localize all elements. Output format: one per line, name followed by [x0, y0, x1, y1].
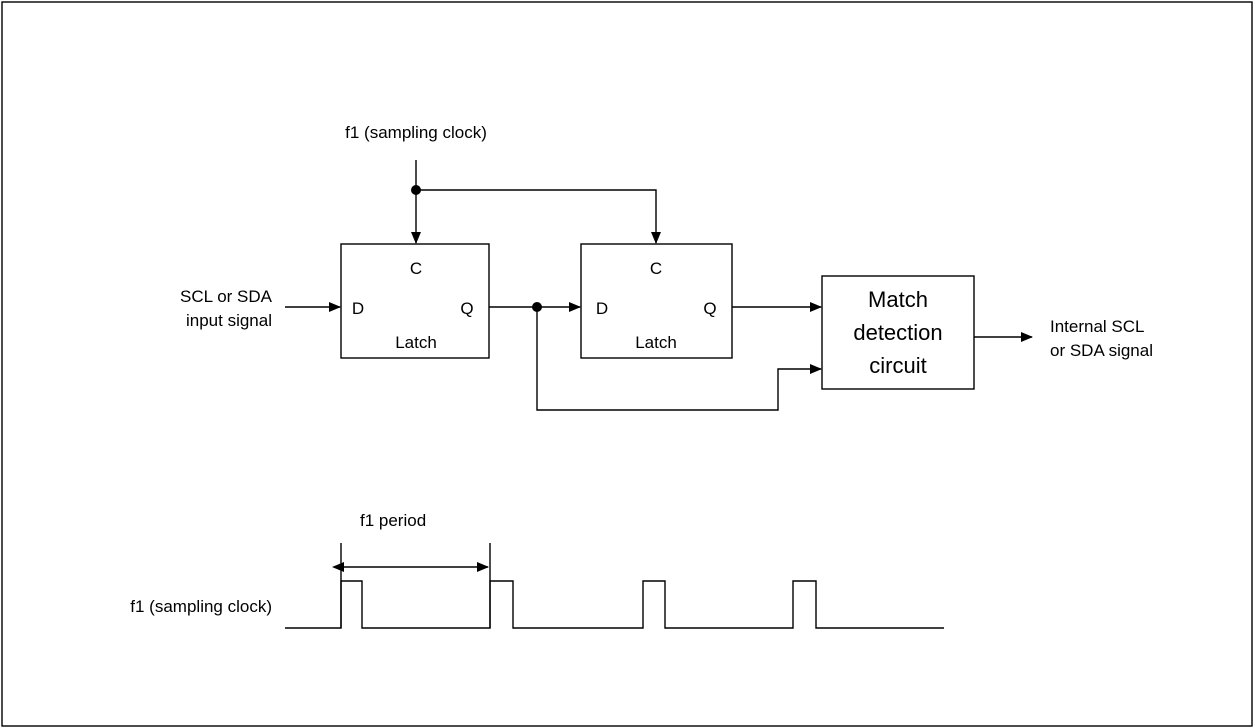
latch1-to-match-wire	[536, 307, 822, 411]
match-label-line3: circuit	[869, 353, 926, 378]
clock-wave-label: f1 (sampling clock)	[130, 597, 272, 616]
match-detection-circuit: Match detection circuit	[821, 275, 975, 390]
clock-label-top: f1 (sampling clock)	[345, 123, 487, 142]
latch-2: C D Q Latch	[580, 243, 733, 359]
latch-2-box	[580, 243, 733, 359]
latch-2-c-pin: C	[650, 259, 662, 278]
match-label-line2: detection	[853, 320, 942, 345]
output-label-line1: Internal SCL	[1050, 317, 1145, 336]
latch-1-box	[340, 243, 490, 359]
output-label-line2: or SDA signal	[1050, 341, 1153, 360]
match-detection-box	[821, 275, 975, 390]
input-label-line2: input signal	[186, 311, 272, 330]
latch-2-d-pin: D	[596, 299, 608, 318]
period-label: f1 period	[360, 511, 426, 530]
input-label-line1: SCL or SDA	[180, 287, 273, 306]
latch-1-d-pin: D	[352, 299, 364, 318]
latch-1-q-pin: Q	[460, 299, 473, 318]
clock-wire-latch2	[416, 189, 661, 244]
latch-1: C D Q Latch	[340, 243, 490, 359]
latch-2-name: Latch	[635, 333, 677, 352]
latch-1-name: Latch	[395, 333, 437, 352]
latch-1-c-pin: C	[410, 259, 422, 278]
latch-2-q-pin: Q	[703, 299, 716, 318]
match-label-line1: Match	[868, 287, 928, 312]
clock-waveform	[285, 580, 944, 629]
clock-junction-dot	[411, 185, 421, 195]
